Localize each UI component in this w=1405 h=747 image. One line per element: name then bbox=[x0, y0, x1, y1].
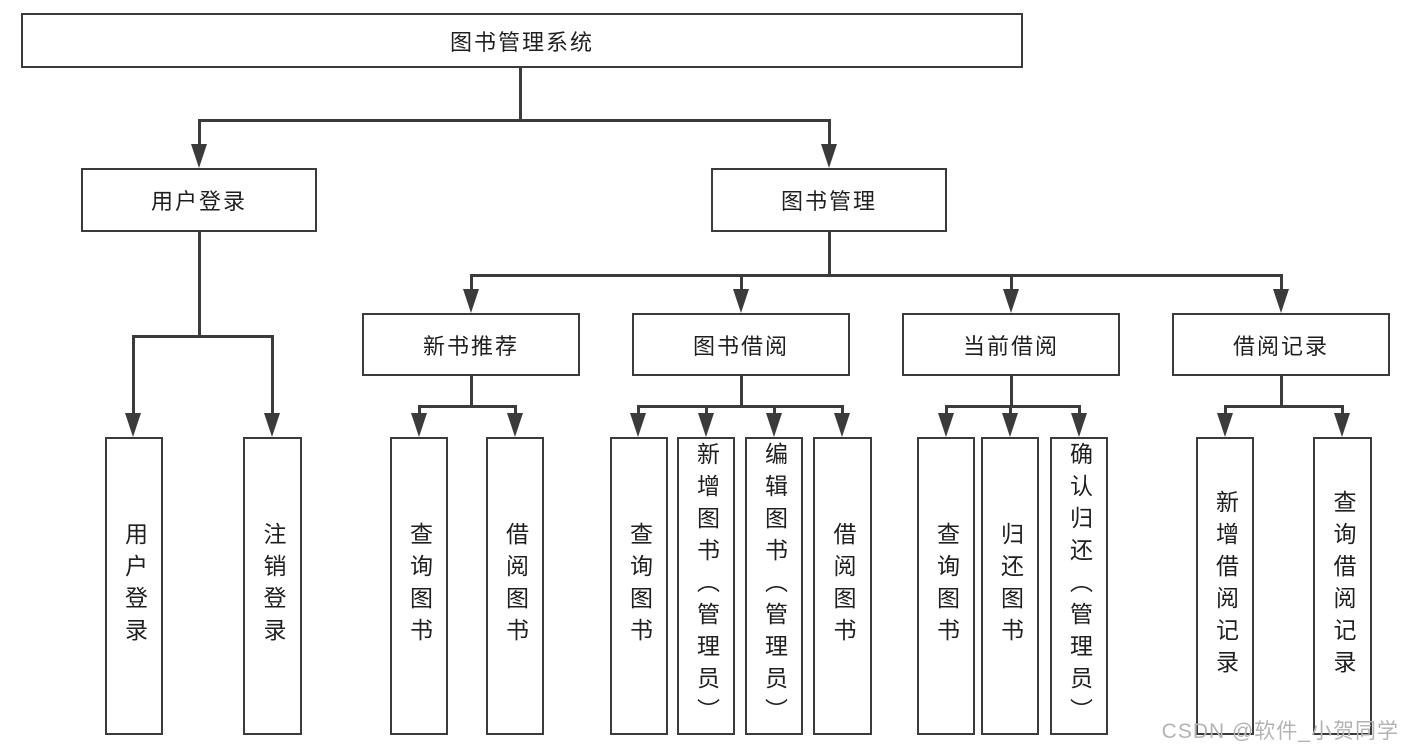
connector-line bbox=[1009, 405, 1012, 415]
leaf-edit-book-admin: 编辑图书（管理员） bbox=[745, 437, 803, 735]
connector-line bbox=[418, 405, 517, 408]
connector-line bbox=[945, 405, 1081, 408]
arrow-down-icon bbox=[698, 413, 714, 437]
arrow-down-icon bbox=[191, 144, 207, 168]
leaf-label: 借阅图书 bbox=[830, 522, 856, 650]
connector-line bbox=[637, 405, 844, 408]
leaf-label: 查询图书 bbox=[933, 522, 960, 650]
connector-line bbox=[828, 232, 831, 277]
leaf-search-borrow-record: 查询借阅记录 bbox=[1313, 437, 1372, 735]
connector-line bbox=[740, 376, 743, 407]
arrow-down-icon bbox=[1003, 289, 1019, 313]
arrow-down-icon bbox=[125, 413, 141, 437]
leaf-confirm-return-admin: 确认归还（管理员） bbox=[1050, 437, 1108, 735]
connector-line bbox=[841, 405, 844, 415]
node-user-login: 用户登录 bbox=[81, 168, 317, 232]
leaf-return-books: 归还图书 bbox=[981, 437, 1039, 735]
connector-line bbox=[1010, 274, 1013, 291]
arrow-down-icon bbox=[630, 413, 646, 437]
leaf-label: 编辑图书（管理员） bbox=[761, 442, 788, 730]
arrow-down-icon bbox=[766, 413, 782, 437]
leaf-user-login: 用户登录 bbox=[105, 437, 163, 735]
leaf-search-books-borrowing: 查询图书 bbox=[610, 437, 668, 735]
connector-line bbox=[740, 274, 743, 291]
connector-line bbox=[945, 405, 948, 415]
connector-line bbox=[519, 68, 522, 122]
leaf-label: 查询图书 bbox=[406, 522, 433, 650]
arrow-down-icon bbox=[264, 413, 280, 437]
leaf-logout: 注销登录 bbox=[243, 437, 302, 735]
leaf-label: 归还图书 bbox=[997, 522, 1024, 650]
arrow-down-icon bbox=[733, 289, 749, 313]
node-current-borrowing: 当前借阅 bbox=[902, 313, 1120, 376]
connector-line bbox=[1280, 376, 1283, 407]
arrow-down-icon bbox=[1334, 413, 1350, 437]
node-book-borrowing: 图书借阅 bbox=[632, 313, 850, 376]
connector-line bbox=[470, 274, 1283, 277]
arrow-down-icon bbox=[507, 413, 523, 437]
node-borrowing-records: 借阅记录 bbox=[1172, 313, 1390, 376]
node-new-book-recommend: 新书推荐 bbox=[362, 313, 580, 376]
arrow-down-icon bbox=[1273, 289, 1289, 313]
leaf-borrow-books-recommend: 借阅图书 bbox=[486, 437, 544, 735]
arrow-down-icon bbox=[938, 413, 954, 437]
leaf-label: 查询图书 bbox=[626, 522, 653, 650]
arrow-down-icon bbox=[821, 144, 837, 168]
connector-line bbox=[1341, 405, 1344, 415]
connector-line bbox=[470, 274, 473, 291]
connector-line bbox=[1280, 274, 1283, 291]
node-book-management: 图书管理 bbox=[711, 168, 947, 232]
leaf-borrow-books: 借阅图书 bbox=[813, 437, 872, 735]
leaf-label: 查询借阅记录 bbox=[1330, 490, 1356, 682]
connector-line bbox=[1224, 405, 1344, 408]
connector-line bbox=[271, 335, 274, 415]
connector-line bbox=[637, 405, 640, 415]
leaf-add-book-admin: 新增图书（管理员） bbox=[677, 437, 735, 735]
connector-line bbox=[198, 232, 201, 338]
leaf-label: 注销登录 bbox=[260, 522, 286, 650]
connector-line bbox=[132, 335, 274, 338]
connector-line bbox=[1078, 405, 1081, 415]
leaf-label: 新增图书（管理员） bbox=[693, 442, 720, 730]
connector-line bbox=[132, 335, 135, 415]
arrow-down-icon bbox=[411, 413, 427, 437]
arrow-down-icon bbox=[1002, 413, 1018, 437]
arrow-down-icon bbox=[1217, 413, 1233, 437]
node-root: 图书管理系统 bbox=[21, 13, 1023, 68]
leaf-search-books-recommend: 查询图书 bbox=[390, 437, 448, 735]
arrow-down-icon bbox=[834, 413, 850, 437]
connector-line bbox=[470, 376, 473, 407]
connector-line bbox=[1224, 405, 1227, 415]
leaf-label: 确认归还（管理员） bbox=[1066, 442, 1093, 730]
connector-line bbox=[705, 405, 708, 415]
connector-line bbox=[198, 119, 831, 122]
connector-line bbox=[828, 119, 831, 147]
connector-line bbox=[514, 405, 517, 415]
connector-line bbox=[1010, 376, 1013, 407]
arrow-down-icon bbox=[1071, 413, 1087, 437]
connector-line bbox=[773, 405, 776, 415]
leaf-add-borrow-record: 新增借阅记录 bbox=[1196, 437, 1254, 735]
leaf-label: 用户登录 bbox=[121, 522, 148, 650]
leaf-label: 新增借阅记录 bbox=[1212, 490, 1239, 682]
leaf-label: 借阅图书 bbox=[502, 522, 529, 650]
connector-line bbox=[198, 119, 201, 147]
connector-line bbox=[418, 405, 421, 415]
leaf-search-books-current: 查询图书 bbox=[917, 437, 975, 735]
arrow-down-icon bbox=[463, 289, 479, 313]
csdn-watermark: CSDN @软件_小贺同学 bbox=[1161, 720, 1399, 743]
